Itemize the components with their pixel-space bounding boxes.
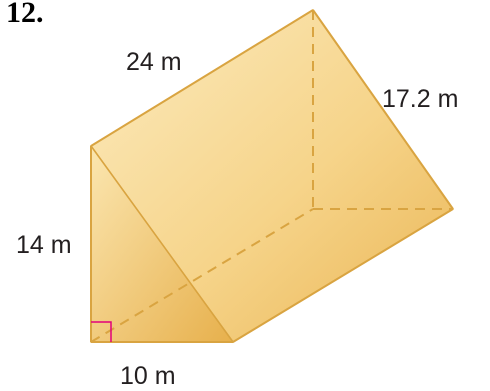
height-label: 14 m [16, 231, 72, 259]
back-slant-edge [312, 9, 454, 210]
slant-label: 17.2 m [382, 85, 458, 113]
right-angle-mark [91, 321, 112, 342]
top-edge [90, 9, 314, 147]
length-label: 24 m [126, 48, 182, 76]
base-label: 10 m [120, 362, 176, 390]
bottom-right-edge [232, 208, 454, 343]
problem-number: 12. [6, 0, 44, 29]
hidden-bottom-edge [90, 208, 314, 343]
